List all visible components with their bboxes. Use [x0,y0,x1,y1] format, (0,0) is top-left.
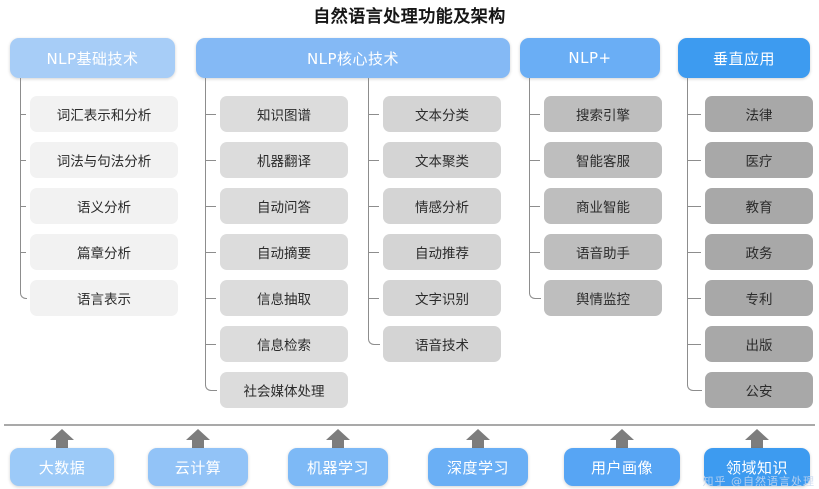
item-pill[interactable]: 语音技术 [383,326,501,362]
item-pill[interactable]: 自动摘要 [220,234,348,270]
item-pill[interactable]: 政务 [705,234,813,270]
connector-branch [20,252,26,253]
item-pill[interactable]: 文本聚类 [383,142,501,178]
foundation-pill[interactable]: 机器学习 [288,448,388,486]
connector-spine [687,96,702,391]
item-pill[interactable]: 语言表示 [30,280,178,316]
item-pill[interactable]: 情感分析 [383,188,501,224]
foundation-arrow-up-icon [49,428,75,452]
foundation-arrow-up-icon [744,428,770,452]
connector-branch [368,252,379,253]
connector-branch [205,252,216,253]
item-pill[interactable]: 语义分析 [30,188,178,224]
item-pill[interactable]: 信息检索 [220,326,348,362]
column-header-vertical-apps[interactable]: 垂直应用 [678,38,810,78]
connector-branch [529,252,540,253]
connector-branch [529,160,540,161]
item-pill[interactable]: 医疗 [705,142,813,178]
connector-branch [529,114,540,115]
connector-branch [368,298,379,299]
item-pill[interactable]: 出版 [705,326,813,362]
foundation-pill[interactable]: 领域知识 [704,448,810,486]
page-title: 自然语言处理功能及架构 [313,7,506,27]
item-pill[interactable]: 自动问答 [220,188,348,224]
connector-branch [368,114,379,115]
connector-trunk-nlp-core-b [368,78,369,104]
item-pill[interactable]: 专利 [705,280,813,316]
connector-branch [687,344,701,345]
connector-spine [20,96,27,299]
item-pill[interactable]: 舆情监控 [544,280,662,316]
column-header-nlp-basic[interactable]: NLP基础技术 [10,38,175,78]
column-header-nlp-plus[interactable]: NLP+ [520,38,660,78]
foundation-arrow-up-icon [325,428,351,452]
foundation-pill[interactable]: 深度学习 [428,448,528,486]
connector-trunk-vertical [687,78,688,104]
connector-spine [368,96,380,345]
connector-branch [687,206,701,207]
connector-branch [20,160,26,161]
foundation-arrow-up-icon [465,428,491,452]
item-pill[interactable]: 语音助手 [544,234,662,270]
item-pill[interactable]: 机器翻译 [220,142,348,178]
item-pill[interactable]: 商业智能 [544,188,662,224]
foundation-arrow-up-icon [609,428,635,452]
item-pill[interactable]: 词法与句法分析 [30,142,178,178]
column-header-nlp-core[interactable]: NLP核心技术 [196,38,510,78]
item-pill[interactable]: 智能客服 [544,142,662,178]
connector-branch [368,206,379,207]
item-pill[interactable]: 文字识别 [383,280,501,316]
item-pill[interactable]: 自动推荐 [383,234,501,270]
foundation-divider [4,424,815,426]
connector-spine [529,96,541,299]
watermark: 知乎 @自然语言处理 [702,475,815,488]
connector-branch [368,160,379,161]
connector-branch [205,114,216,115]
item-pill[interactable]: 法律 [705,96,813,132]
connector-branch [687,252,701,253]
connector-branch [20,206,26,207]
item-pill[interactable]: 知识图谱 [220,96,348,132]
connector-trunk-nlp-core-a [205,78,206,104]
connector-branch [687,160,701,161]
connector-branch [205,160,216,161]
connector-branch [205,344,216,345]
connector-branch [687,114,701,115]
item-pill[interactable]: 社会媒体处理 [220,372,348,408]
connector-branch [205,298,216,299]
item-pill[interactable]: 信息抽取 [220,280,348,316]
connector-spine [205,96,217,391]
item-pill[interactable]: 文本分类 [383,96,501,132]
connector-branch [205,206,216,207]
foundation-pill[interactable]: 云计算 [148,448,248,486]
connector-trunk-nlp-basic [20,78,21,104]
connector-branch [687,298,701,299]
item-pill[interactable]: 教育 [705,188,813,224]
item-pill[interactable]: 搜索引擎 [544,96,662,132]
item-pill[interactable]: 篇章分析 [30,234,178,270]
connector-branch [20,114,26,115]
item-pill[interactable]: 公安 [705,372,813,408]
connector-branch [529,206,540,207]
foundation-pill[interactable]: 大数据 [10,448,114,486]
item-pill[interactable]: 词汇表示和分析 [30,96,178,132]
connector-trunk-nlp-plus [529,78,530,104]
foundation-arrow-up-icon [185,428,211,452]
foundation-pill[interactable]: 用户画像 [564,448,680,486]
